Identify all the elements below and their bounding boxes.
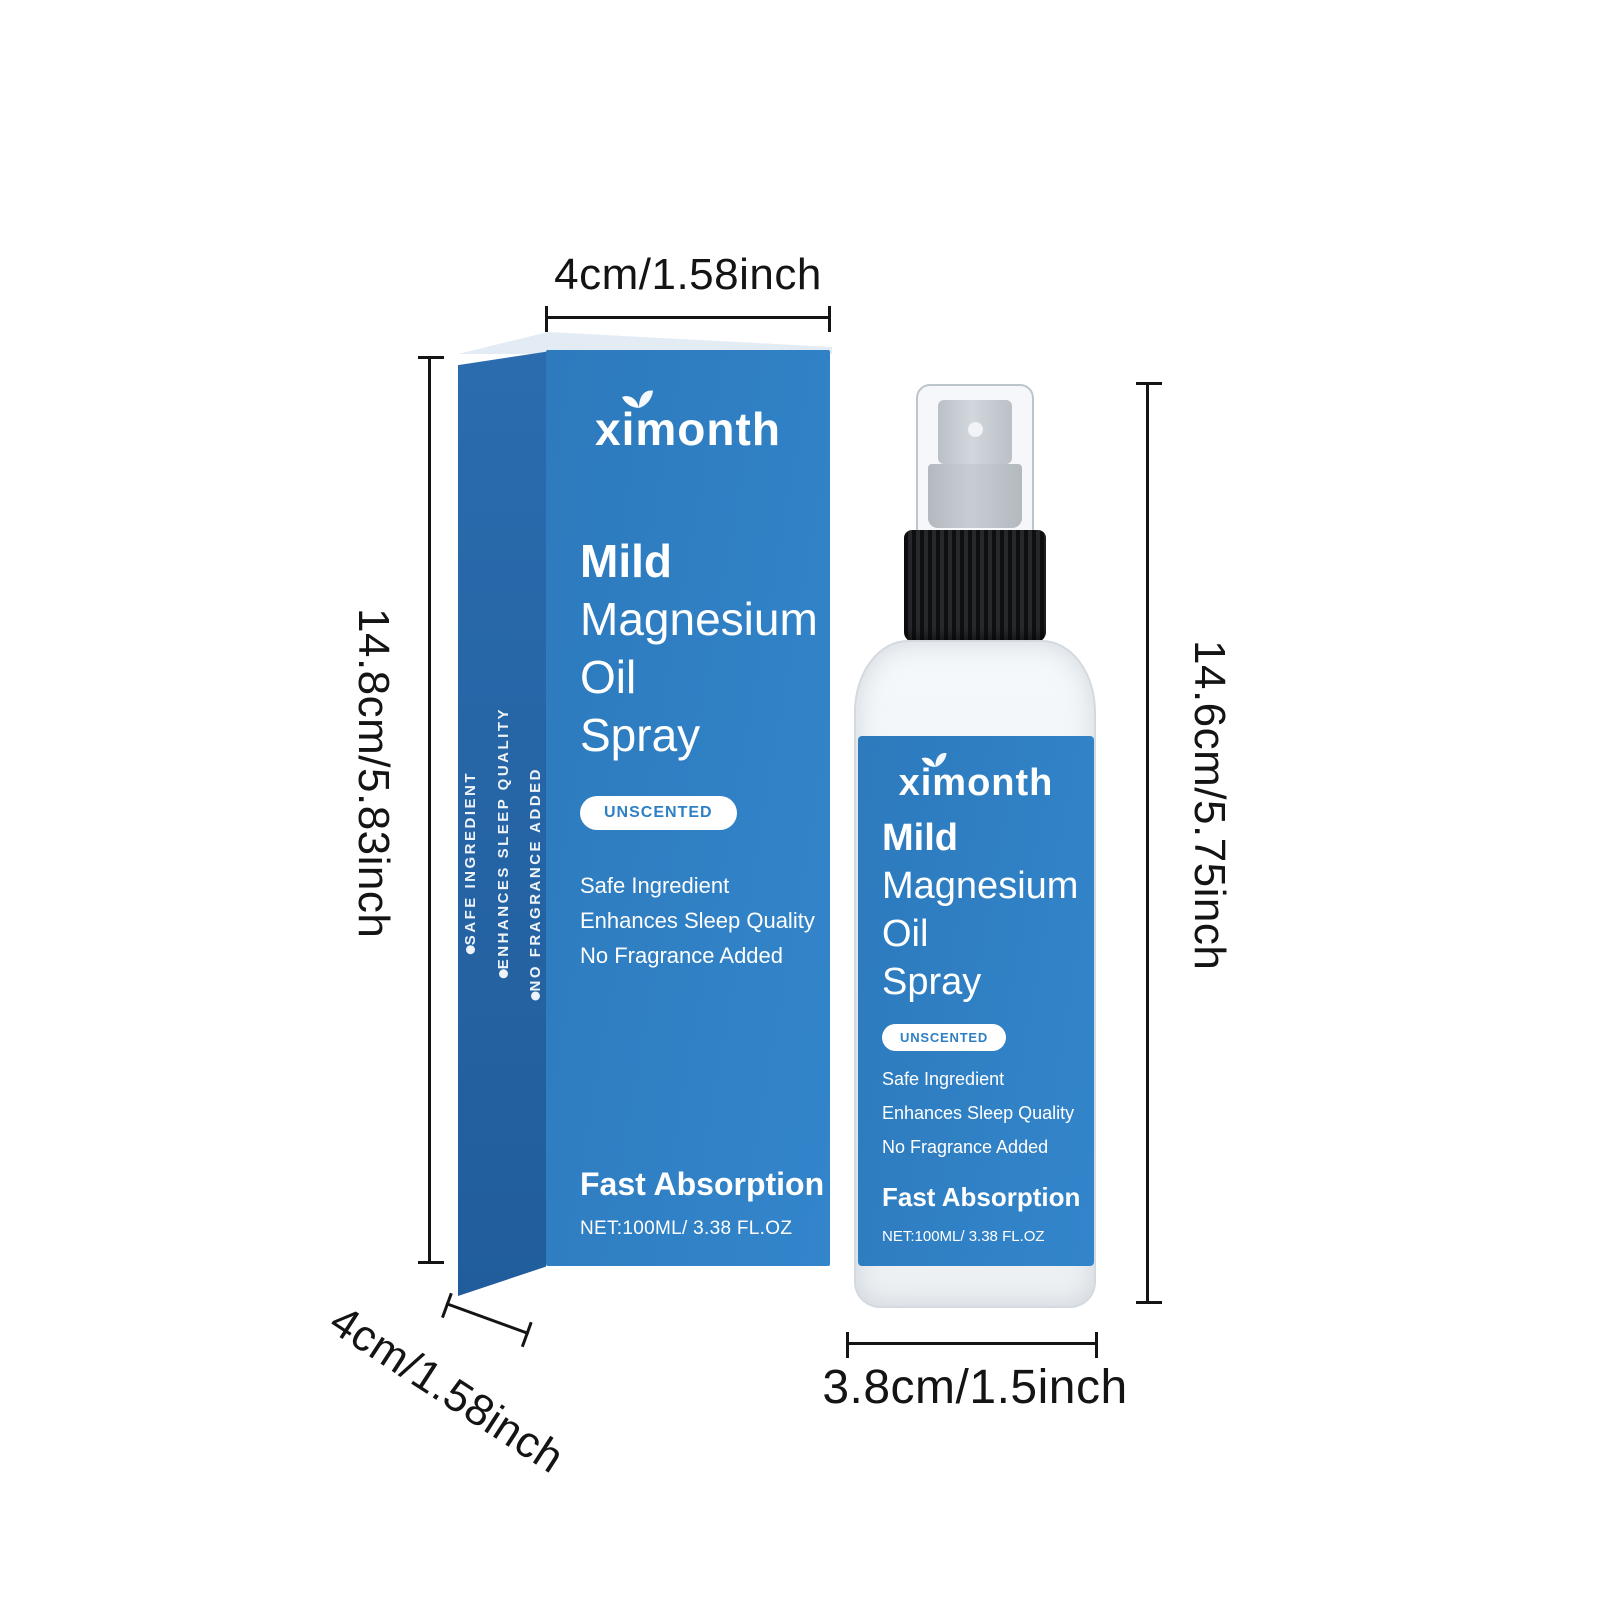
product-title-line: Oil: [580, 651, 637, 703]
box-width-dimension-label: 4cm/1.58inch: [554, 250, 822, 299]
brand-name: ximonth: [898, 762, 1054, 804]
leaf-icon: [921, 753, 947, 768]
clear-overcap: [916, 384, 1034, 534]
net-weight: NET:100ML/ 3.38 FL.OZ: [882, 1228, 1045, 1245]
feature-item: Safe Ingredient: [580, 873, 730, 898]
box-depth-dimension-label: 4cm/1.58inch: [321, 1296, 573, 1483]
box-front-panel: ximonth Mild Magnesium Oil Spray UNSCENT…: [546, 350, 830, 1266]
feature-list: Safe Ingredient Enhances Sleep Quality N…: [580, 868, 815, 973]
feature-list: Safe Ingredient Enhances Sleep Quality N…: [882, 1062, 1074, 1164]
product-title-line: Magnesium: [882, 865, 1079, 907]
box-height-dimension-label: 14.8cm/5.83inch: [349, 608, 398, 939]
brand-logo: ximonth: [858, 753, 1094, 805]
bottle-label: ximonth Mild Magnesium Oil Spray UNSCENT…: [858, 736, 1094, 1266]
product-title-line: Mild: [882, 817, 958, 859]
brand-logo-text-wrap: ximonth: [595, 390, 781, 456]
feature-item: No Fragrance Added: [580, 943, 784, 968]
product-title-line: Mild: [580, 535, 672, 587]
feature-item: No Fragrance Added: [882, 1137, 1049, 1157]
product-title-line: Spray: [882, 961, 982, 1003]
box-side-feature-text: NO FRAGRANCE ADDED: [527, 766, 544, 991]
bottle-height-dimension-label: 14.6cm/5.75inch: [1185, 640, 1234, 971]
brand-logo: ximonth: [546, 390, 830, 456]
net-weight: NET:100ML/ 3.38 FL.OZ: [580, 1218, 793, 1239]
box-width-dimension-line: [545, 306, 831, 332]
box-side-feature: SAFE INGREDIENT: [462, 771, 479, 964]
product-title-line: Magnesium: [580, 593, 818, 645]
tagline: Fast Absorption: [882, 1182, 1081, 1212]
feature-item: Enhances Sleep Quality: [882, 1103, 1075, 1123]
feature-item: Safe Ingredient: [882, 1069, 1005, 1089]
bottle-width-dimension-label: 3.8cm/1.5inch: [822, 1361, 1128, 1414]
product-title-line: Spray: [580, 709, 701, 761]
box-side-feature: ENHANCES SLEEP QUALITY: [495, 707, 512, 988]
bullet-dot: [531, 991, 541, 1000]
box-height-dimension-line: [418, 356, 444, 1264]
brand-logo-text-wrap: ximonth: [898, 753, 1054, 805]
product-title-line: Oil: [882, 913, 929, 955]
product-title: Mild Magnesium Oil Spray: [882, 814, 1078, 1006]
bullet-dot: [499, 969, 508, 978]
box-side-feature-list: SAFE INGREDIENT ENHANCES SLEEP QUALITY N…: [462, 590, 544, 1010]
box-side-feature-text: ENHANCES SLEEP QUALITY: [494, 706, 512, 969]
box-side-feature: NO FRAGRANCE ADDED: [527, 767, 544, 1010]
product-title: Mild Magnesium Oil Spray: [580, 532, 818, 764]
unscented-badge: UNSCENTED: [882, 1024, 1007, 1051]
box-side-panel: [458, 351, 546, 1296]
black-cap-collar: [904, 530, 1046, 642]
leaf-icon: [622, 390, 654, 408]
bottle-width-dimension-line: [846, 1332, 1098, 1358]
bottle-height-dimension-line: [1136, 382, 1162, 1304]
brand-name: ximonth: [595, 403, 781, 455]
feature-item: Enhances Sleep Quality: [580, 908, 815, 933]
unscented-badge: UNSCENTED: [580, 796, 737, 830]
tagline: Fast Absorption: [580, 1166, 825, 1202]
bullet-dot: [466, 945, 476, 954]
box-depth-dimension-line: [445, 1302, 530, 1336]
box-side-feature-text: SAFE INGREDIENT: [462, 770, 479, 945]
